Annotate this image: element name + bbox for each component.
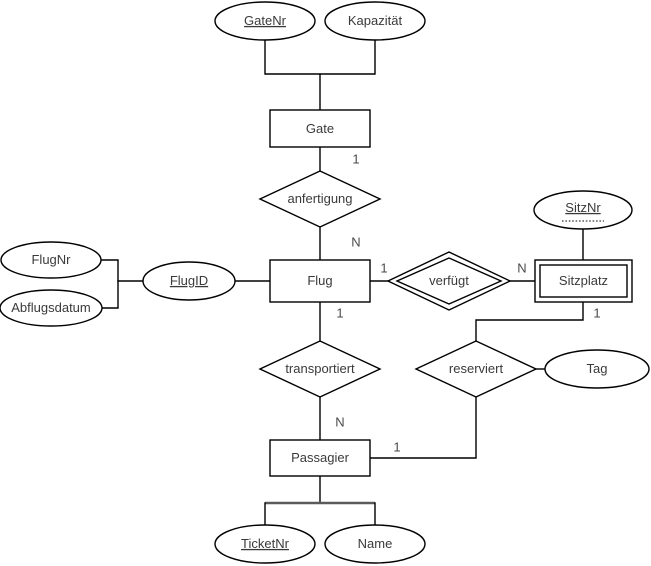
edge-flugattr-bracket (100, 259, 119, 309)
edge-layer (100, 39, 584, 526)
relationship-reserviert[interactable]: reserviert (414, 340, 538, 398)
attribute-abflugsdatum[interactable]: Abflugsdatum (0, 289, 103, 327)
attribute-kapazitaet-label: Kapazität (348, 13, 403, 28)
entity-gate[interactable]: Gate (269, 109, 371, 148)
cardinality-sitzplatz-reserviert: 1 (593, 305, 600, 320)
attribute-abflugsdatum-label: Abflugsdatum (11, 300, 91, 315)
attribute-name[interactable]: Name (324, 524, 426, 564)
entity-passagier[interactable]: Passagier (269, 439, 371, 477)
cardinality-passagier-reserviert: 1 (393, 439, 400, 454)
relationship-anfertigung-label: anfertigung (287, 191, 352, 206)
relationship-transportiert[interactable]: transportiert (258, 340, 382, 398)
relationship-reserviert-label: reserviert (449, 361, 504, 376)
attribute-flugnr[interactable]: FlugNr (0, 241, 102, 279)
entity-sitzplatz-label: Sitzplatz (559, 273, 608, 288)
cardinality-layer: 1 N 1 N 1 1 N 1 (335, 151, 600, 454)
cardinality-verfuegt-sitzplatz: N (517, 260, 526, 275)
cardinality-flug-verfuegt: 1 (380, 260, 387, 275)
attribute-flugid-label: FlugID (170, 273, 208, 288)
cardinality-flug-transportiert: 1 (336, 305, 343, 320)
attribute-gatenr-label: GateNr (244, 13, 287, 28)
edge-reserviert-passagier (369, 396, 477, 459)
attribute-flugid[interactable]: FlugID (142, 261, 236, 301)
attribute-sitznr[interactable]: SitzNr (533, 190, 633, 230)
attribute-flugnr-label: FlugNr (31, 252, 71, 267)
attribute-tag[interactable]: Tag (544, 349, 650, 389)
edge-gatenr-bracket (264, 39, 376, 75)
entity-sitzplatz[interactable]: Sitzplatz (534, 259, 633, 303)
attribute-ticketnr-label: TicketNr (241, 536, 290, 551)
relationship-anfertigung[interactable]: anfertigung (258, 170, 382, 228)
relationship-verfuegt[interactable]: verfügt (386, 251, 512, 311)
entity-flug-label: Flug (307, 273, 332, 288)
attribute-sitznr-label: SitzNr (565, 200, 601, 215)
cardinality-gate-anfertigung: 1 (352, 151, 359, 166)
attribute-kapazitaet[interactable]: Kapazität (324, 1, 426, 41)
attribute-ticketnr[interactable]: TicketNr (214, 524, 316, 564)
entity-gate-label: Gate (306, 121, 334, 136)
attribute-name-label: Name (358, 536, 393, 551)
relationship-transportiert-label: transportiert (285, 361, 355, 376)
entity-flug[interactable]: Flug (269, 259, 371, 303)
attribute-tag-label: Tag (587, 361, 608, 376)
relationship-verfuegt-label: verfügt (429, 273, 469, 288)
cardinality-anfertigung-flug: N (351, 234, 360, 249)
cardinality-transportiert-passagier: N (335, 414, 344, 429)
attribute-gatenr[interactable]: GateNr (214, 1, 316, 41)
edge-sitzplatz-reserviert (475, 301, 584, 342)
entity-passagier-label: Passagier (291, 450, 349, 465)
